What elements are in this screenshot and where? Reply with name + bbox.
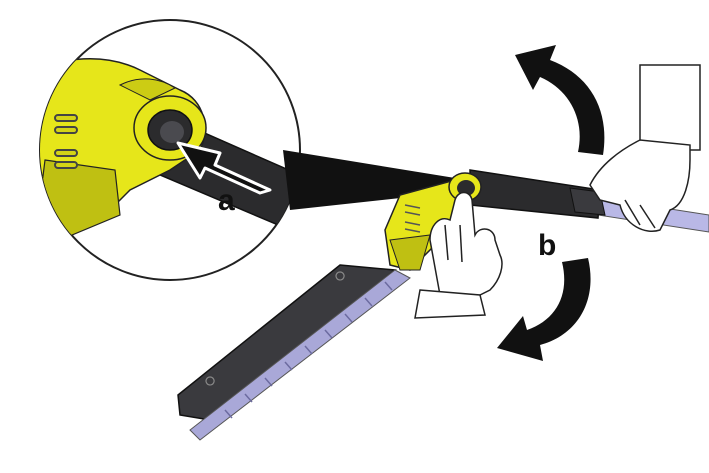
right-hand xyxy=(589,64,701,232)
label-a: a xyxy=(218,184,235,217)
detail-vent-slots xyxy=(54,114,78,169)
curved-arrow-up-icon xyxy=(515,45,605,155)
curved-arrow-down-icon xyxy=(497,258,591,361)
label-b: b xyxy=(538,229,556,262)
cutter-blade xyxy=(177,264,411,441)
left-hand xyxy=(414,191,503,319)
magnified-detail-circle: a xyxy=(39,19,301,281)
press-arrow-icon xyxy=(176,141,272,195)
